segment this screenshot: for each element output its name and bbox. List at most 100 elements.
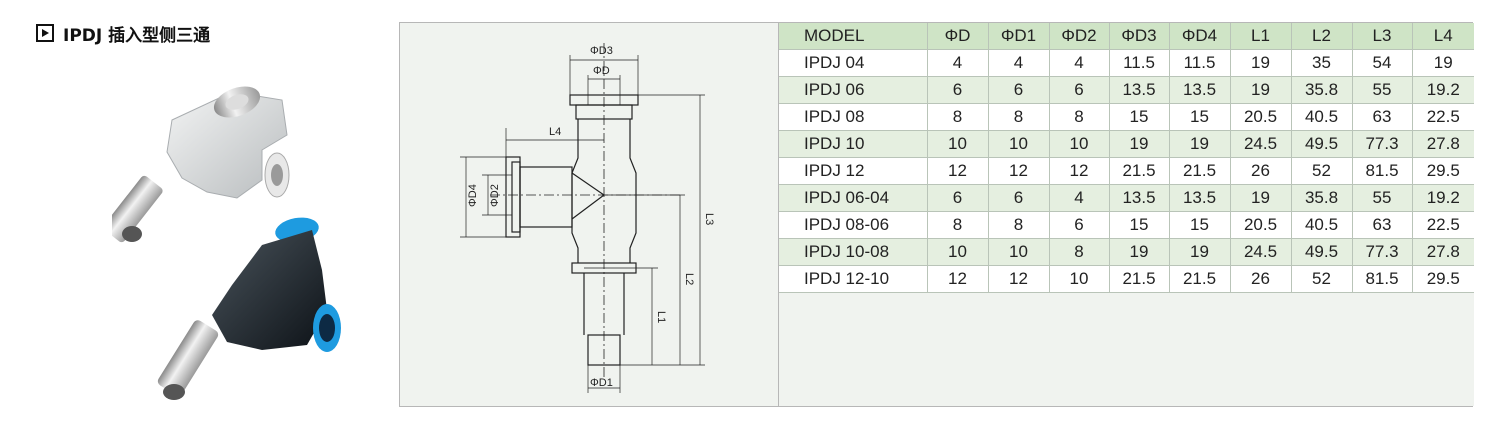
- value-cell: 19: [1109, 238, 1170, 266]
- model-cell: IPDJ 12-10: [779, 265, 928, 293]
- value-cell: 12: [927, 265, 989, 293]
- column-header: MODEL: [779, 23, 928, 50]
- dim-l1: L1: [655, 311, 667, 323]
- dim-d: ΦD: [593, 65, 610, 77]
- play-square-icon: [36, 24, 54, 42]
- value-cell: 77.3: [1352, 130, 1413, 158]
- value-cell: 19.2: [1412, 184, 1474, 212]
- value-cell: 19: [1169, 130, 1231, 158]
- value-cell: 21.5: [1109, 157, 1170, 185]
- value-cell: 15: [1169, 211, 1231, 239]
- value-cell: 52: [1291, 265, 1353, 293]
- value-cell: 40.5: [1291, 103, 1353, 131]
- column-header: ΦD4: [1169, 23, 1231, 50]
- model-cell: IPDJ 10-08: [779, 238, 928, 266]
- value-cell: 6: [988, 76, 1050, 104]
- value-cell: 49.5: [1291, 130, 1353, 158]
- value-cell: 24.5: [1230, 130, 1292, 158]
- value-cell: 77.3: [1352, 238, 1413, 266]
- value-cell: 20.5: [1230, 211, 1292, 239]
- value-cell: 63: [1352, 103, 1413, 131]
- dimension-drawing: ΦD3 ΦD L4 ΦD4 ΦD2 L3 L2 L1 ΦD1: [460, 43, 715, 393]
- value-cell: 19: [1230, 76, 1292, 104]
- value-cell: 22.5: [1412, 103, 1474, 131]
- value-cell: 52: [1291, 157, 1353, 185]
- model-cell: IPDJ 08: [779, 103, 928, 131]
- value-cell: 26: [1230, 157, 1292, 185]
- value-cell: 4: [927, 49, 989, 77]
- value-cell: 19.2: [1412, 76, 1474, 104]
- value-cell: 29.5: [1412, 157, 1474, 185]
- value-cell: 21.5: [1109, 265, 1170, 293]
- value-cell: 15: [1109, 211, 1170, 239]
- value-cell: 54: [1352, 49, 1413, 77]
- column-header: L1: [1230, 23, 1292, 50]
- value-cell: 4: [988, 49, 1050, 77]
- value-cell: 19: [1109, 130, 1170, 158]
- model-cell: IPDJ 04: [779, 49, 928, 77]
- dim-d2: ΦD2: [489, 184, 501, 207]
- value-cell: 13.5: [1169, 76, 1231, 104]
- value-cell: 81.5: [1352, 157, 1413, 185]
- dim-d1: ΦD1: [590, 377, 613, 389]
- value-cell: 35.8: [1291, 184, 1353, 212]
- value-cell: 8: [927, 103, 989, 131]
- value-cell: 15: [1169, 103, 1231, 131]
- value-cell: 20.5: [1230, 103, 1292, 131]
- dim-l3: L3: [703, 213, 715, 225]
- section-title: IPDJ 插入型侧三通: [36, 22, 210, 46]
- model-cell: IPDJ 06-04: [779, 184, 928, 212]
- value-cell: 26: [1230, 265, 1292, 293]
- value-cell: 4: [1049, 184, 1110, 212]
- value-cell: 22.5: [1412, 211, 1474, 239]
- value-cell: 13.5: [1109, 184, 1170, 212]
- value-cell: 21.5: [1169, 157, 1231, 185]
- value-cell: 13.5: [1169, 184, 1231, 212]
- value-cell: 8: [927, 211, 989, 239]
- value-cell: 12: [1049, 157, 1110, 185]
- value-cell: 11.5: [1169, 49, 1231, 77]
- value-cell: 27.8: [1412, 238, 1474, 266]
- value-cell: 12: [927, 157, 989, 185]
- dim-l2: L2: [683, 273, 695, 285]
- value-cell: 19: [1412, 49, 1474, 77]
- value-cell: 6: [988, 184, 1050, 212]
- value-cell: 40.5: [1291, 211, 1353, 239]
- column-header: L4: [1412, 23, 1474, 50]
- value-cell: 12: [988, 157, 1050, 185]
- value-cell: 35: [1291, 49, 1353, 77]
- value-cell: 6: [1049, 76, 1110, 104]
- value-cell: 19: [1230, 49, 1292, 77]
- value-cell: 10: [988, 130, 1050, 158]
- column-header: ΦD3: [1109, 23, 1170, 50]
- value-cell: 27.8: [1412, 130, 1474, 158]
- value-cell: 8: [988, 211, 1050, 239]
- value-cell: 15: [1109, 103, 1170, 131]
- column-header: L3: [1352, 23, 1413, 50]
- value-cell: 13.5: [1109, 76, 1170, 104]
- column-header: ΦD: [927, 23, 989, 50]
- column-header: ΦD1: [988, 23, 1050, 50]
- value-cell: 81.5: [1352, 265, 1413, 293]
- value-cell: 8: [1049, 103, 1110, 131]
- model-cell: IPDJ 12: [779, 157, 928, 185]
- column-header: L2: [1291, 23, 1353, 50]
- black-fitting-image: [157, 217, 341, 400]
- value-cell: 4: [1049, 49, 1110, 77]
- value-cell: 6: [1049, 211, 1110, 239]
- value-cell: 29.5: [1412, 265, 1474, 293]
- model-cell: IPDJ 10: [779, 130, 928, 158]
- value-cell: 24.5: [1230, 238, 1292, 266]
